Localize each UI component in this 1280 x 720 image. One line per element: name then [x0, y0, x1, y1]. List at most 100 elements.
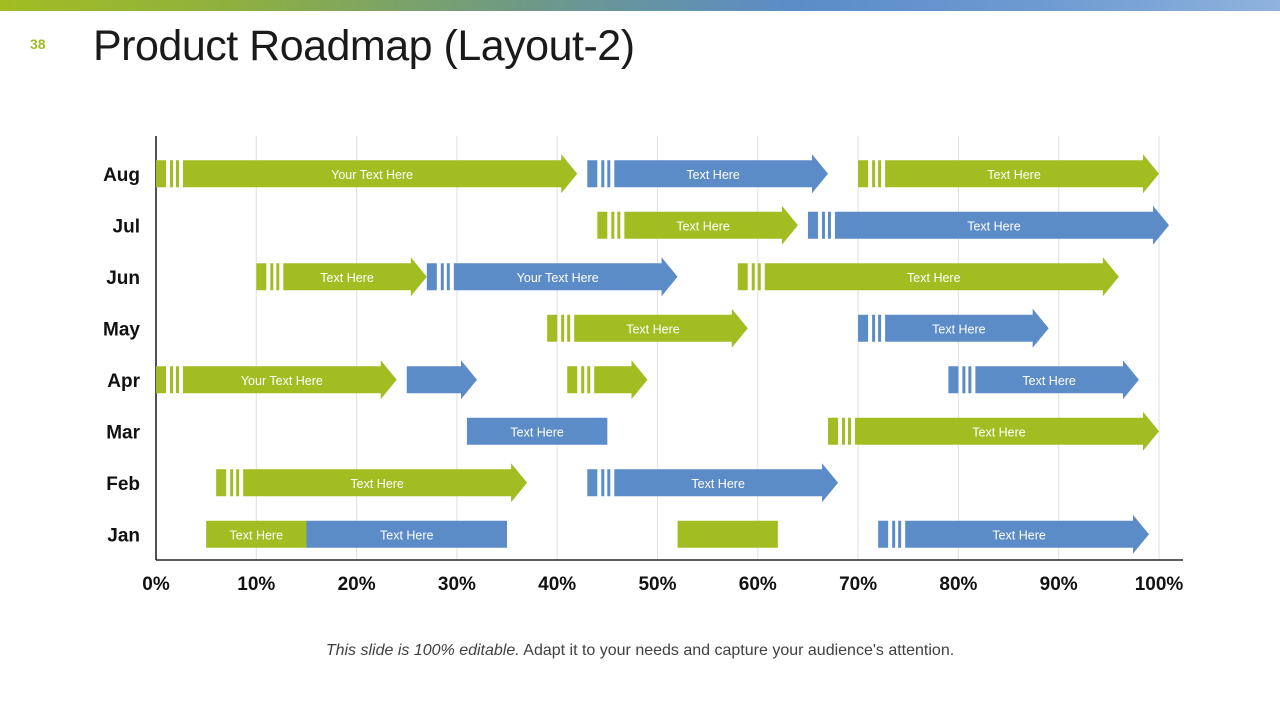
bar-label: Text Here [350, 477, 404, 491]
bar-start-stub [567, 366, 578, 394]
x-axis-tick-label-100: 100% [1135, 574, 1184, 595]
x-axis-tick-label-60: 60% [739, 574, 777, 595]
roadmap-gantt-chart: AugJulJunMayAprMarFebJan0%10%20%30%40%50… [103, 136, 1184, 595]
bar-start-stub [156, 160, 166, 188]
gantt-bar[interactable]: Text Here [206, 520, 307, 548]
bar-label: Your Text Here [517, 271, 599, 285]
y-axis-tick-label-feb: Feb [106, 474, 140, 495]
bar-body-arrow [574, 308, 748, 348]
bar-label: Text Here [686, 168, 740, 182]
bar-body-arrow [764, 257, 1119, 297]
bar-tick-mark [968, 366, 972, 394]
bar-tick-mark [170, 366, 173, 394]
bar-body [206, 520, 307, 548]
bar-tick-mark [440, 263, 444, 291]
bar-tick-mark [236, 469, 240, 497]
bar-label: Text Here [626, 322, 680, 336]
bar-tick-mark [821, 211, 825, 239]
gantt-bar[interactable]: Your Text Here [426, 257, 678, 297]
bar-body-arrow [834, 205, 1170, 245]
gantt-bar[interactable]: Text Here [737, 257, 1119, 297]
gantt-bar[interactable]: Text Here [587, 463, 839, 503]
bar-body-arrow [885, 308, 1049, 348]
bar-tick-mark [276, 263, 280, 291]
bar-tick-mark [607, 160, 611, 188]
gantt-bar[interactable]: Text Here [547, 308, 748, 348]
bar-start-stub [216, 469, 227, 497]
gantt-row-may: Text Here Text Here [547, 308, 1049, 348]
gantt-bar[interactable]: Text Here [306, 520, 508, 548]
gantt-bar[interactable] [406, 360, 477, 400]
bar-body [306, 520, 508, 548]
top-gradient-bar [0, 0, 1280, 11]
bar-tick-mark [601, 469, 605, 497]
bar-start-stub [828, 417, 839, 445]
x-axis-tick-label-40: 40% [538, 574, 576, 595]
gantt-bar[interactable] [567, 360, 648, 400]
bar-tick-mark [872, 314, 876, 342]
gantt-bar[interactable]: Text Here [858, 308, 1049, 348]
bar-body-arrow [624, 205, 798, 245]
bar-body-arrow [905, 514, 1149, 554]
bar-tick-mark [567, 314, 571, 342]
bar-tick-mark [561, 314, 565, 342]
bar-start-stub [547, 314, 558, 342]
bar-body [677, 520, 778, 548]
footer-note: This slide is 100% editable. Adapt it to… [0, 642, 1280, 660]
gantt-bar[interactable]: Text Here [587, 154, 829, 194]
y-axis-tick-label-may: May [103, 319, 140, 340]
gantt-bar[interactable] [677, 520, 778, 548]
bar-body-arrow [283, 257, 427, 297]
gantt-bar[interactable]: Text Here [256, 257, 427, 297]
bar-start-stub [587, 469, 598, 497]
gantt-row-mar: Text Here Text Here [466, 411, 1159, 451]
bar-body-arrow [614, 154, 829, 194]
bar-label: Text Here [676, 219, 730, 233]
bar-body [466, 417, 608, 445]
gantt-row-aug: Your Text Here Text Here Text Here [156, 154, 1159, 194]
bar-tick-mark [872, 160, 876, 188]
x-axis-tick-label-20: 20% [338, 574, 376, 595]
footer-rest-text: Adapt it to your needs and capture your … [519, 642, 955, 659]
bar-tick-mark [898, 520, 902, 548]
bar-start-stub [948, 366, 959, 394]
gantt-bar[interactable]: Text Here [948, 360, 1139, 400]
gantt-bar[interactable]: Text Here [216, 463, 528, 503]
bar-tick-mark [176, 366, 179, 394]
gantt-bar[interactable]: Your Text Here [156, 154, 578, 194]
bar-tick-mark [270, 263, 274, 291]
bar-tick-mark [878, 314, 882, 342]
slide-number: 38 [30, 36, 46, 52]
bar-tick-mark [617, 211, 621, 239]
gantt-bar[interactable]: Text Here [858, 154, 1159, 194]
bar-tick-mark [611, 211, 615, 239]
footer-italic-text: This slide is 100% editable. [325, 642, 520, 659]
bar-tick-mark [170, 160, 173, 188]
bar-label: Text Here [320, 271, 374, 285]
bar-label: Text Here [987, 168, 1041, 182]
y-axis-tick-label-apr: Apr [107, 371, 140, 392]
gantt-bar[interactable]: Text Here [597, 205, 798, 245]
x-axis-tick-label-80: 80% [939, 574, 977, 595]
x-axis-tick-label-30: 30% [438, 574, 476, 595]
gantt-bar[interactable]: Text Here [828, 411, 1159, 451]
x-axis-tick-label-70: 70% [839, 574, 877, 595]
gantt-bar[interactable]: Text Here [878, 514, 1149, 554]
x-axis-tick-label-10: 10% [237, 574, 275, 595]
gantt-bar[interactable]: Text Here [466, 417, 608, 445]
bar-body-arrow [183, 360, 397, 400]
gantt-bar[interactable]: Text Here [807, 205, 1170, 245]
bar-label: Text Here [932, 322, 986, 336]
bar-start-stub [858, 314, 869, 342]
bar-label: Your Text Here [331, 168, 413, 182]
bar-body-arrow [406, 360, 477, 400]
bar-body-arrow [885, 154, 1159, 194]
x-axis-tick-label-50: 50% [638, 574, 676, 595]
bar-start-stub [737, 263, 748, 291]
bar-tick-mark [751, 263, 755, 291]
bar-label: Text Here [972, 425, 1026, 439]
bar-tick-mark [827, 211, 831, 239]
bar-label: Text Here [380, 528, 434, 542]
gantt-bar[interactable]: Your Text Here [156, 360, 397, 400]
bar-tick-mark [842, 417, 846, 445]
